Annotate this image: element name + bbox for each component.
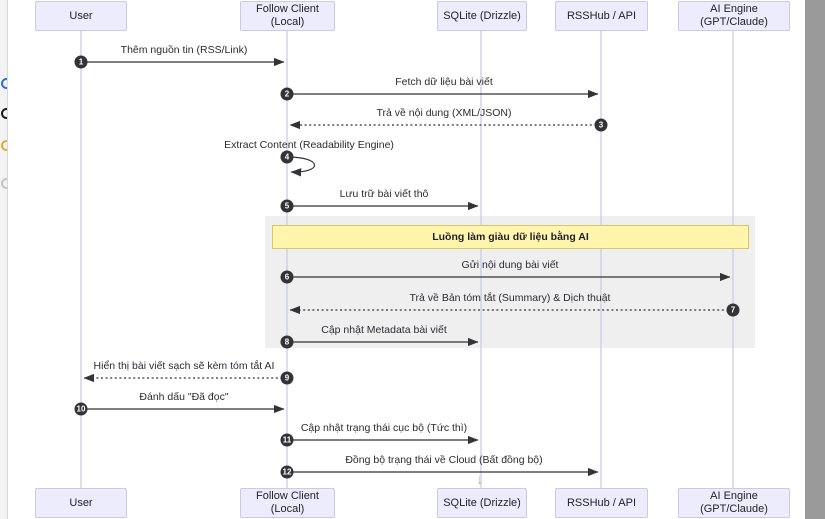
message-label-6: Gửi nội dung bài viết xyxy=(461,259,559,271)
sidebar-icon-dark[interactable] xyxy=(1,108,7,119)
message-label-11: Cập nhật trạng thái cục bộ (Tức thì) xyxy=(300,422,468,434)
participant-bottom-ai[interactable]: AI Engine (GPT/Claude) xyxy=(678,488,790,518)
participant-bottom-client[interactable]: Follow Client (Local) xyxy=(240,488,335,518)
sequence-number-badge-12: 12 xyxy=(280,465,294,479)
window-right-strip xyxy=(805,0,825,519)
sequence-number-badge-5: 5 xyxy=(280,199,294,213)
participant-top-api[interactable]: RSSHub / API xyxy=(555,1,648,31)
participant-bottom-user[interactable]: User xyxy=(35,488,127,518)
message-label-5: Lưu trữ bài viết thô xyxy=(339,188,429,200)
participant-top-client[interactable]: Follow Client (Local) xyxy=(240,1,335,31)
sequence-number-badge-7: 7 xyxy=(726,303,740,317)
sidebar-icon-blue[interactable] xyxy=(1,78,7,89)
sequence-number-badge-9: 9 xyxy=(280,371,294,385)
sequence-number-badge-11: 11 xyxy=(280,433,294,447)
participant-top-db[interactable]: SQLite (Drizzle) xyxy=(437,1,527,31)
ai-flow-group-label: Luồng làm giàu dữ liệu bằng AI xyxy=(272,225,749,249)
message-label-1: Thêm nguồn tin (RSS/Link) xyxy=(120,44,248,56)
sidebar-icon-gray[interactable] xyxy=(1,178,7,189)
sequence-number-badge-8: 8 xyxy=(280,335,294,349)
sidebar-icon-yellow[interactable] xyxy=(1,140,7,151)
participant-bottom-db[interactable]: SQLite (Drizzle) xyxy=(437,488,527,518)
message-label-9: Hiển thị bài viết sạch sẽ kèm tóm tắt AI xyxy=(93,360,275,372)
participant-top-ai[interactable]: AI Engine (GPT/Claude) xyxy=(678,1,790,31)
message-label-7: Trả về Bản tóm tắt (Summary) & Dịch thuậ… xyxy=(409,292,611,304)
sequence-number-badge-6: 6 xyxy=(280,270,294,284)
sequence-number-badge-4: 4 xyxy=(280,150,294,164)
sequence-number-badge-2: 2 xyxy=(280,87,294,101)
message-label-8: Cập nhật Metadata bài viết xyxy=(321,324,447,336)
message-label-2: Fetch dữ liệu bài viết xyxy=(395,76,493,88)
message-label-4: Extract Content (Readability Engine) xyxy=(224,139,394,151)
message-label-12: Đồng bộ trạng thái về Cloud (Bất đồng bộ… xyxy=(345,454,543,466)
participant-bottom-api[interactable]: RSSHub / API xyxy=(555,488,648,518)
message-label-3: Trả về nội dung (XML/JSON) xyxy=(376,107,512,119)
sequence-number-badge-10: 10 xyxy=(74,402,88,416)
sequence-number-badge-1: 1 xyxy=(74,55,88,69)
message-label-10: Đánh dấu "Đã đọc" xyxy=(139,391,229,403)
sequence-number-badge-3: 3 xyxy=(594,118,608,132)
scroll-down-hint-icon: ↓ xyxy=(476,471,484,488)
message-arrow-4 xyxy=(286,156,316,177)
app-sidebar-sliver[interactable] xyxy=(0,0,8,519)
participant-top-user[interactable]: User xyxy=(35,1,127,31)
